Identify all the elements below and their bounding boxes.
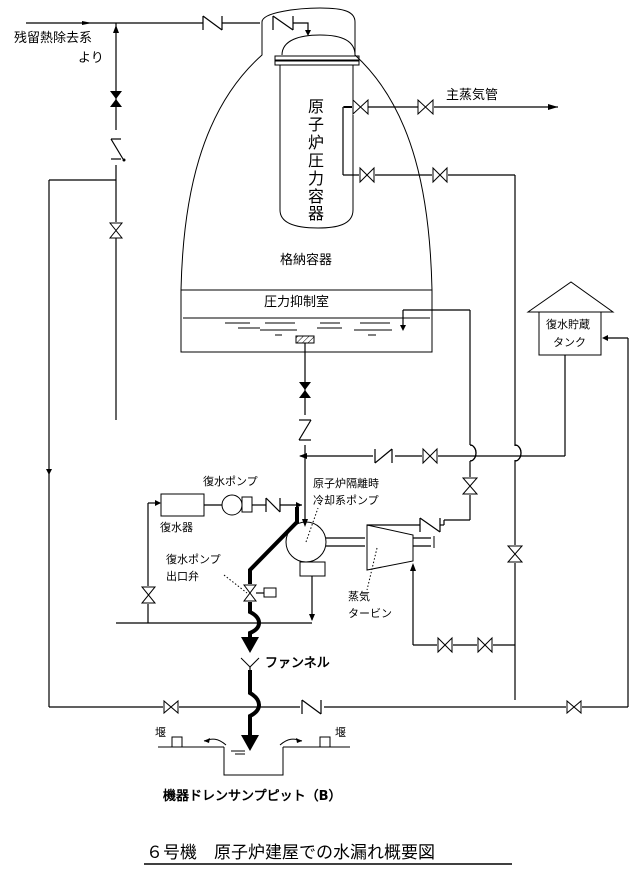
label-sump-pit: 機器ドレンサンプピット（B） (163, 788, 342, 804)
turbine-exhaust-line (367, 517, 445, 533)
rhr-inlet-line (26, 21, 203, 420)
flow-arrow-icon (548, 104, 558, 110)
gate-valve-icon (432, 166, 448, 184)
gate-valve-icon (566, 699, 582, 715)
label-condensate-pump: 復水ポンプ (203, 475, 258, 488)
gate-valve-icon (477, 636, 493, 654)
label-rpv-4: 圧 (308, 151, 324, 170)
water-surface (225, 322, 392, 336)
condenser (160, 493, 205, 517)
gate-valve-icon (422, 447, 438, 465)
gate-valve-icon (352, 98, 369, 116)
reactor-pressure-vessel (274, 34, 360, 229)
label-suppression-chamber: 圧力抑制室 (264, 294, 329, 310)
label-rpv-3: 炉 (308, 133, 324, 152)
label-rpv-1: 原 (308, 97, 324, 116)
label-rpv-7: 器 (308, 204, 324, 223)
check-valve-icon (373, 447, 395, 465)
label-rpv-5: 力 (308, 169, 324, 188)
primary-containment-vessel (180, 7, 433, 353)
leak-arrow-icon (241, 735, 259, 751)
gate-valve-icon (417, 98, 434, 116)
weir-left (171, 736, 183, 748)
closed-valve-icon (299, 382, 311, 398)
flow-arrow-icon (113, 25, 119, 33)
turbine-steam-supply (410, 563, 515, 646)
label-cp-outlet-valve-1: 復水ポンプ (166, 553, 221, 566)
leader-line (305, 507, 319, 543)
main-steam-line (342, 104, 558, 700)
closed-valve-icon (110, 91, 122, 107)
gate-valve-icon (163, 699, 179, 715)
strainer-icon (295, 335, 315, 344)
weir-right (319, 736, 331, 748)
label-rcic-pump-1: 原子炉隔離時 (313, 476, 379, 490)
gate-valve-icon (140, 586, 157, 604)
leak-arrow-icon (241, 637, 259, 653)
suppression-chamber (180, 289, 433, 353)
cst-suction-line (299, 355, 566, 459)
label-steam-turbine-1: 蒸気 (348, 589, 370, 603)
gate-valve-icon (437, 636, 453, 654)
label-steam-turbine-2: タービン (348, 607, 392, 620)
cp-outlet-valve (243, 584, 277, 602)
label-rhr-from: 残留熱除去系 (14, 31, 92, 46)
label-main-steam: 主蒸気管 (446, 87, 498, 103)
label-containment: 格納容器 (280, 252, 332, 268)
flow-arrow-icon (82, 21, 92, 25)
bypass-line-left (46, 179, 629, 708)
condensate-storage-tank (526, 281, 615, 356)
gate-valve-icon (359, 166, 375, 184)
label-cp-outlet-valve-2: 出口弁 (166, 569, 199, 583)
pump-drain-line (309, 576, 315, 621)
label-funnel: ファンネル (265, 656, 330, 671)
label-rcic-pump-2: 冷却系ポンプ (313, 494, 379, 507)
gate-valve-icon (506, 545, 524, 563)
label-rpv-2: 子 (308, 115, 324, 134)
check-valve-icon (272, 15, 311, 36)
check-valve-icon (202, 15, 260, 31)
label-weir-left: 堰 (155, 726, 166, 739)
label-cst-1: 復水貯蔵 (546, 318, 590, 331)
label-cst-2: タンク (553, 336, 586, 349)
gate-valve-icon (108, 222, 124, 239)
label-weir-right: 堰 (335, 726, 346, 739)
label-condenser: 復水器 (160, 521, 193, 534)
rcic-pump (285, 521, 365, 577)
leader-line (223, 574, 248, 594)
condenser-return-line (116, 500, 312, 624)
check-valve-icon (108, 130, 126, 165)
diagram-title: ６号機 原子炉建屋での水漏れ概要図 (146, 843, 435, 863)
drain-sump-pit (158, 736, 350, 776)
gate-valve-icon (461, 477, 479, 495)
leak-path (241, 507, 299, 751)
funnel-icon (240, 657, 260, 671)
condensate-pump (204, 494, 302, 516)
leader-line (366, 547, 378, 591)
label-rpv-6: 容 (308, 187, 324, 206)
check-valve-icon (300, 698, 324, 716)
check-valve-icon (297, 415, 313, 445)
label-rhr-from-2: より (78, 51, 104, 66)
steam-turbine (366, 524, 435, 571)
